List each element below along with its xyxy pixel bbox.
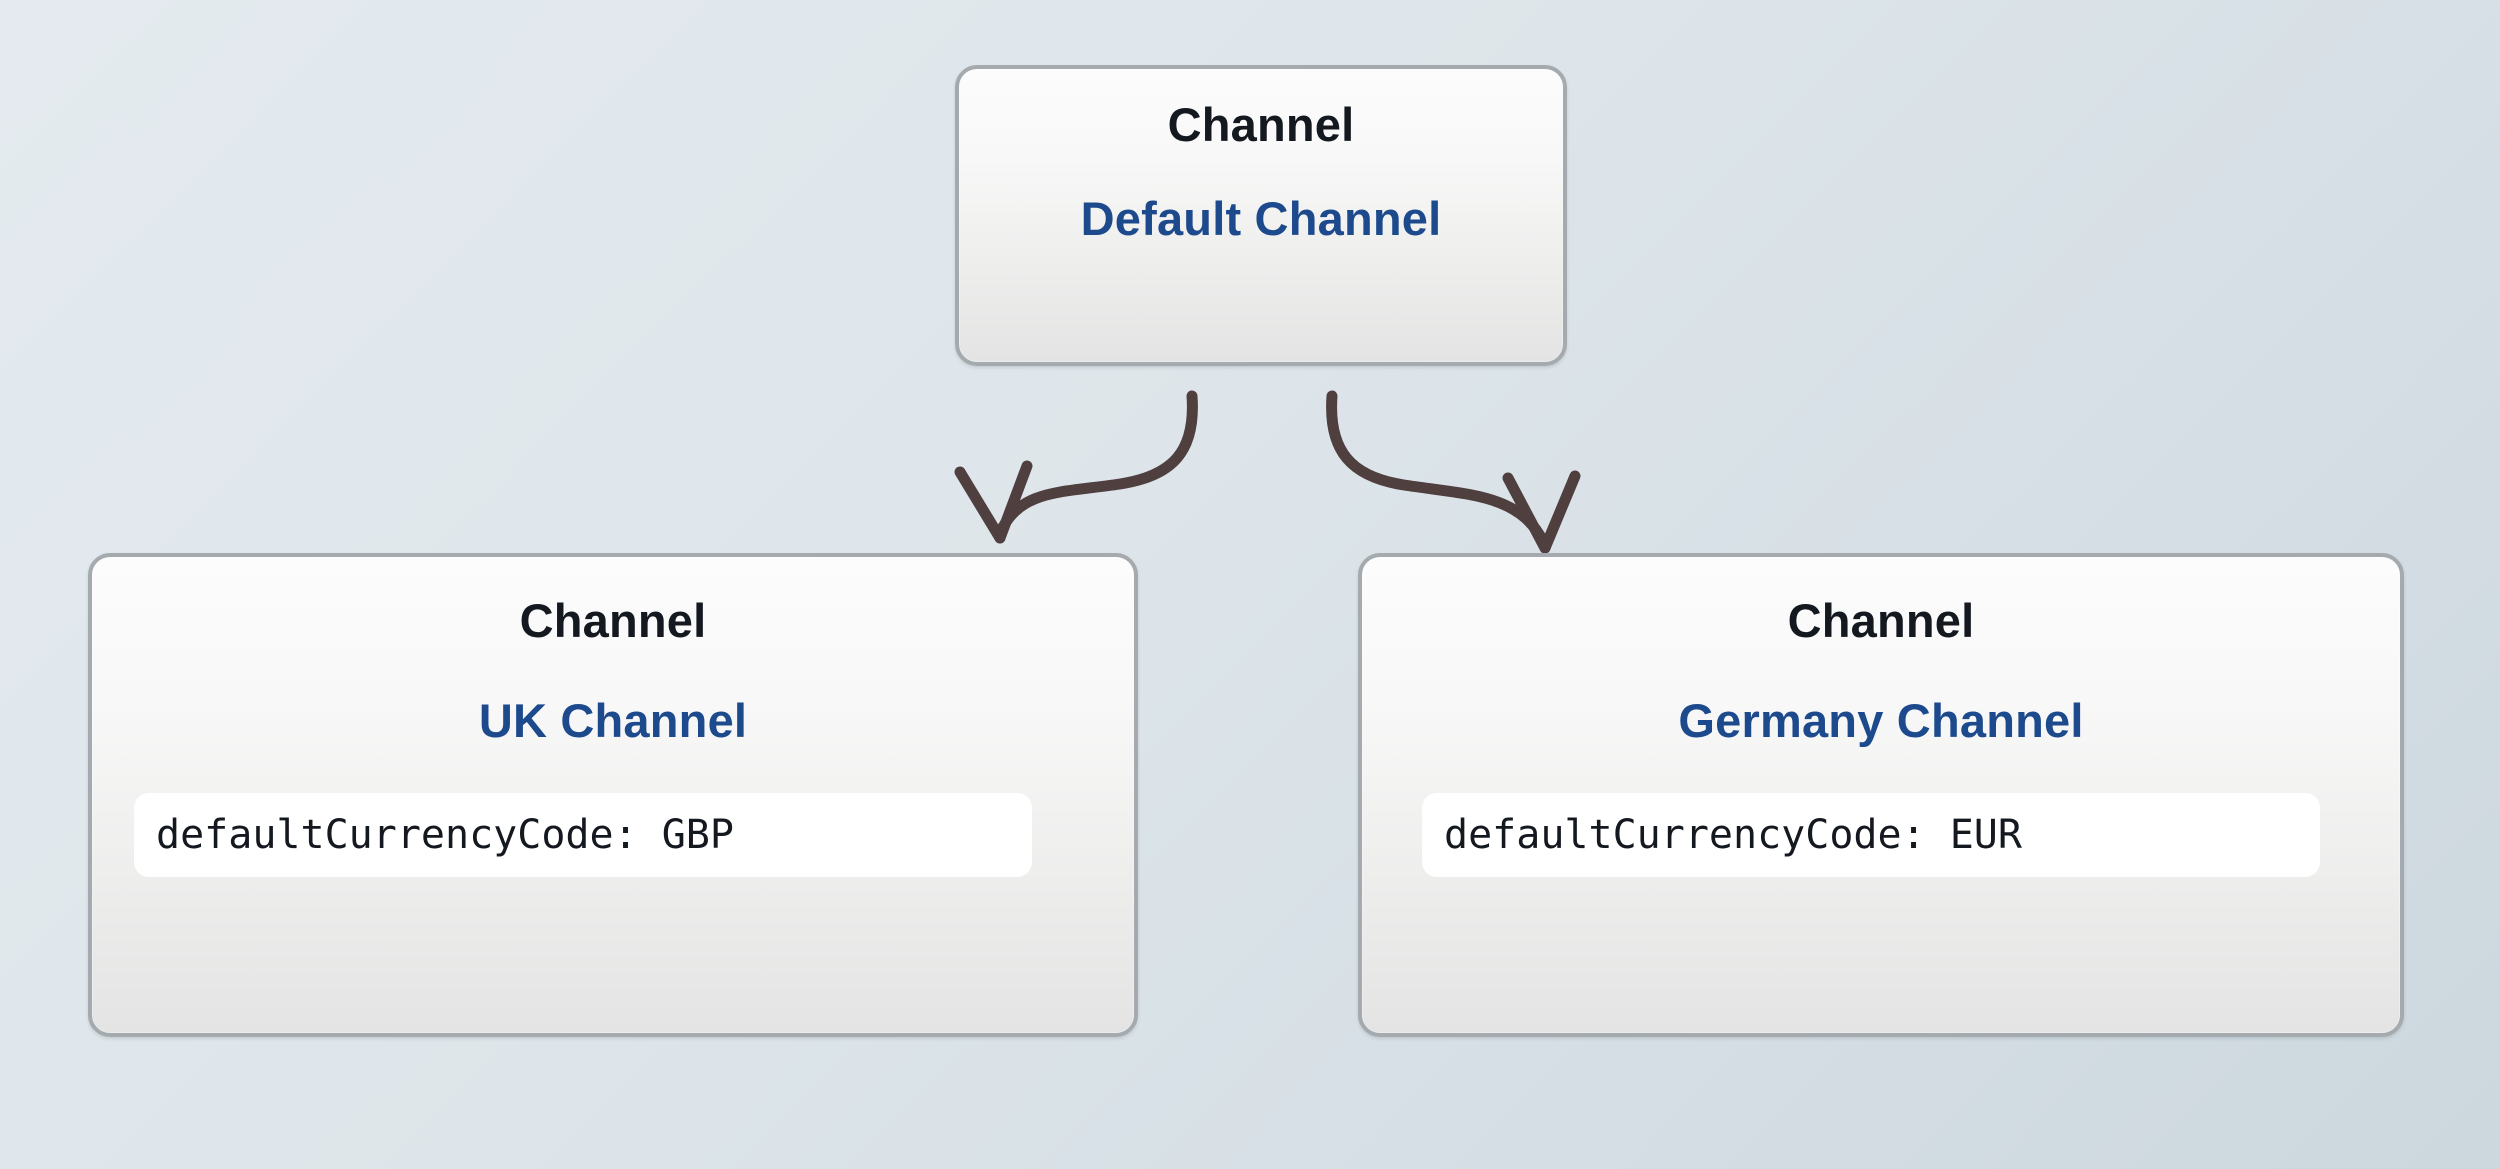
node-type-label: Channel [519, 594, 707, 647]
node-name-label: Default Channel [1080, 192, 1442, 245]
node-type-label: Channel [1167, 98, 1355, 151]
node-type-label: Channel [1787, 594, 1975, 647]
node-name-label: UK Channel [478, 694, 748, 747]
node-attribute-default-currency-code: defaultCurrencyCode: EUR [1422, 793, 2320, 877]
node-default-channel[interactable]: Channel Default Channel [955, 65, 1567, 366]
edge-root-to-uk [954, 390, 1198, 544]
node-germany-channel[interactable]: Channel Germany Channel defaultCurrencyC… [1358, 553, 2404, 1037]
node-uk-channel[interactable]: Channel UK Channel defaultCurrencyCode: … [88, 553, 1138, 1037]
edge-root-to-germany [1326, 390, 1581, 554]
node-attribute-default-currency-code: defaultCurrencyCode: GBP [134, 793, 1032, 877]
node-name-label: Germany Channel [1678, 694, 2084, 747]
